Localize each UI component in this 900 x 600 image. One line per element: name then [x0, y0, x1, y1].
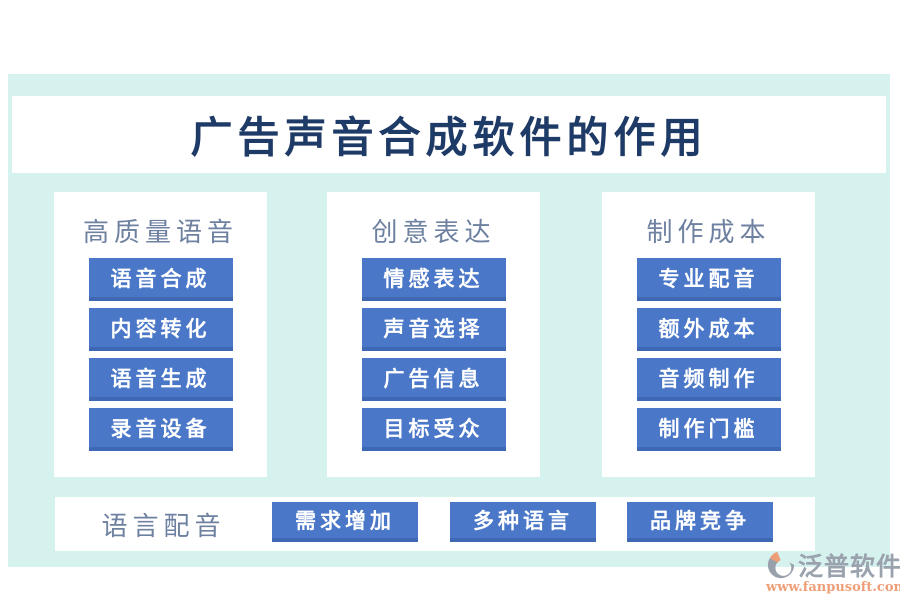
column-button-group: 情感表达 声音选择 广告信息 目标受众	[327, 258, 540, 458]
feature-button[interactable]: 广告信息	[361, 358, 506, 401]
feature-button[interactable]: 语音生成	[88, 358, 233, 401]
bottom-bar: 语言配音 需求增加 多种语言 品牌竞争	[55, 497, 815, 551]
column-card-creative: 创意表达 情感表达 声音选择 广告信息 目标受众	[327, 192, 540, 477]
feature-button[interactable]: 需求增加	[272, 502, 418, 542]
feature-button[interactable]: 额外成本	[636, 308, 781, 351]
bottom-header: 语言配音	[101, 511, 226, 542]
column-header: 制作成本	[646, 218, 771, 248]
brand-swirl-icon	[766, 549, 796, 581]
feature-button[interactable]: 语音合成	[88, 258, 233, 301]
feature-button[interactable]: 内容转化	[88, 308, 233, 351]
column-card-cost: 制作成本 专业配音 额外成本 音频制作 制作门槛	[602, 192, 815, 477]
page-title: 广告声音合成软件的作用	[190, 113, 708, 162]
column-button-group: 语音合成 内容转化 语音生成 录音设备	[54, 258, 267, 458]
feature-button[interactable]: 品牌竞争	[627, 502, 773, 542]
column-header: 高质量语音	[82, 218, 238, 248]
feature-button[interactable]: 情感表达	[361, 258, 506, 301]
infographic-canvas: 广告声音合成软件的作用 高质量语音 语音合成 内容转化 语音生成 录音设备 创意…	[8, 74, 890, 567]
title-bar: 广告声音合成软件的作用	[12, 96, 886, 173]
column-header: 创意表达	[371, 218, 496, 248]
feature-button[interactable]: 声音选择	[361, 308, 506, 351]
column-card-quality: 高质量语音 语音合成 内容转化 语音生成 录音设备	[54, 192, 267, 477]
feature-button[interactable]: 目标受众	[361, 408, 506, 451]
feature-button[interactable]: 录音设备	[88, 408, 233, 451]
brand-name: 泛普软件	[798, 552, 900, 581]
brand-url: www.fanpusoft.com	[766, 580, 900, 595]
brand-logo[interactable]: 泛普软件 www.fanpusoft.com	[766, 547, 900, 595]
feature-button[interactable]: 制作门槛	[636, 408, 781, 451]
feature-button[interactable]: 专业配音	[636, 258, 781, 301]
feature-button[interactable]: 音频制作	[636, 358, 781, 401]
feature-button[interactable]: 多种语言	[450, 502, 596, 542]
column-button-group: 专业配音 额外成本 音频制作 制作门槛	[602, 258, 815, 458]
